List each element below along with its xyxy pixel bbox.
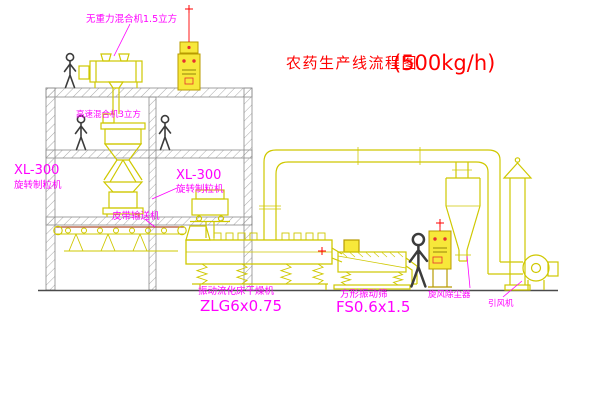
label-dryer-name: 振动流化床干燥机	[198, 285, 275, 297]
label-screen-model: FS0.6x1.5	[336, 298, 410, 316]
building-structure	[45, 87, 253, 291]
screen-discharge-chute	[405, 257, 418, 285]
screen-springs	[339, 271, 405, 286]
label-granulator-right-model: XL-300	[176, 168, 221, 183]
label-dryer-model: ZLG6x0.75	[200, 297, 282, 315]
cyclone-separator	[445, 177, 481, 262]
screen-deck	[337, 255, 407, 269]
operator-figure	[63, 52, 77, 89]
granulator-hopper	[102, 181, 144, 193]
exhaust-duct	[259, 147, 523, 275]
granulator-base	[102, 207, 144, 215]
indicator-light	[187, 45, 191, 50]
building-column-middle	[148, 96, 157, 291]
indicator-light	[182, 59, 186, 63]
title-capacity: (500kg/h)	[393, 51, 495, 75]
diagram-title: 农药生产线流程图 (500kg/h)	[286, 51, 495, 75]
dryer-outlet-chute	[331, 247, 343, 263]
granulator-body	[108, 191, 138, 209]
conveyor-pulley	[53, 225, 63, 236]
mixer-discharge-cone	[107, 81, 125, 89]
cyclone-cone	[466, 205, 481, 251]
chimney-stack	[502, 157, 533, 291]
label-belt-conveyor: 皮带输送机	[112, 210, 160, 222]
screen-base	[333, 284, 411, 290]
conveyor-rollers	[65, 227, 167, 234]
building-column-right	[243, 87, 253, 291]
label-cyclone: 旋风除尘器	[428, 289, 471, 300]
label-fan: 引风机	[488, 298, 514, 309]
mixer-feed-hopper	[100, 53, 112, 62]
mixer-body	[89, 60, 143, 83]
title-main: 农药生产线流程图	[286, 54, 418, 72]
cyclone-cone	[445, 205, 460, 251]
fan-motor	[547, 261, 559, 277]
y-chute	[103, 159, 143, 183]
label-leader-lines	[113, 23, 523, 298]
conveyor-supports	[64, 233, 178, 252]
granulator-body	[191, 198, 229, 216]
cabinet-panel	[184, 77, 194, 85]
building-roof-beam	[45, 87, 253, 98]
vibrating-screen	[333, 239, 418, 290]
high-speed-mixer	[100, 113, 146, 183]
belt-conveyor	[53, 225, 187, 252]
operator-figure	[158, 114, 172, 151]
label-screen-name: 方形振动筛	[340, 288, 388, 300]
rotary-granulator-right	[190, 189, 230, 238]
control-cabinet-roof	[177, 41, 201, 91]
label-granulator-left-name: 旋转制粒机	[14, 179, 62, 191]
operator-figure	[74, 114, 88, 151]
chimney-cap-ball	[514, 157, 521, 163]
label-gravity-mixer: 无重力混合机1.5立方	[86, 13, 177, 25]
hs-mixer-body	[104, 128, 142, 145]
duct-flanges	[259, 147, 421, 210]
control-cabinet-ground	[428, 230, 452, 288]
fan-volute	[522, 254, 550, 282]
screen-hatch-ticks	[341, 252, 404, 258]
chimney-cap	[502, 162, 533, 179]
screen-feed-box	[343, 239, 360, 253]
mixer-feed-hopper	[118, 53, 130, 62]
gravity-mixer	[78, 53, 143, 114]
hs-mixer-lid	[100, 122, 146, 130]
dryer-springs	[195, 263, 325, 285]
label-granulator-right-name: 旋转制粒机	[176, 183, 224, 195]
dryer-top-mounts	[213, 232, 326, 241]
cad-point-markers	[185, 5, 444, 255]
rotary-granulator-left	[102, 181, 144, 217]
cabinet-panel	[432, 256, 443, 264]
screen-body	[337, 251, 407, 273]
mixer-motor	[78, 65, 90, 80]
conveyor-pulley	[177, 225, 187, 236]
indicator-light	[443, 237, 447, 241]
indicator-light	[192, 59, 196, 63]
diagram-labels: 无重力混合机1.5立方 高速混合机3立方 XL-300 旋转制粒机 XL-300…	[14, 13, 514, 316]
label-high-speed-mixer: 高速混合机3立方	[76, 109, 141, 120]
fan-hub	[530, 262, 542, 274]
indicator-light	[433, 237, 437, 241]
chimney-base	[504, 284, 531, 291]
induced-draft-fan	[522, 254, 559, 290]
label-granulator-left-model: XL-300	[14, 163, 59, 178]
fluid-bed-dryer	[185, 225, 343, 290]
